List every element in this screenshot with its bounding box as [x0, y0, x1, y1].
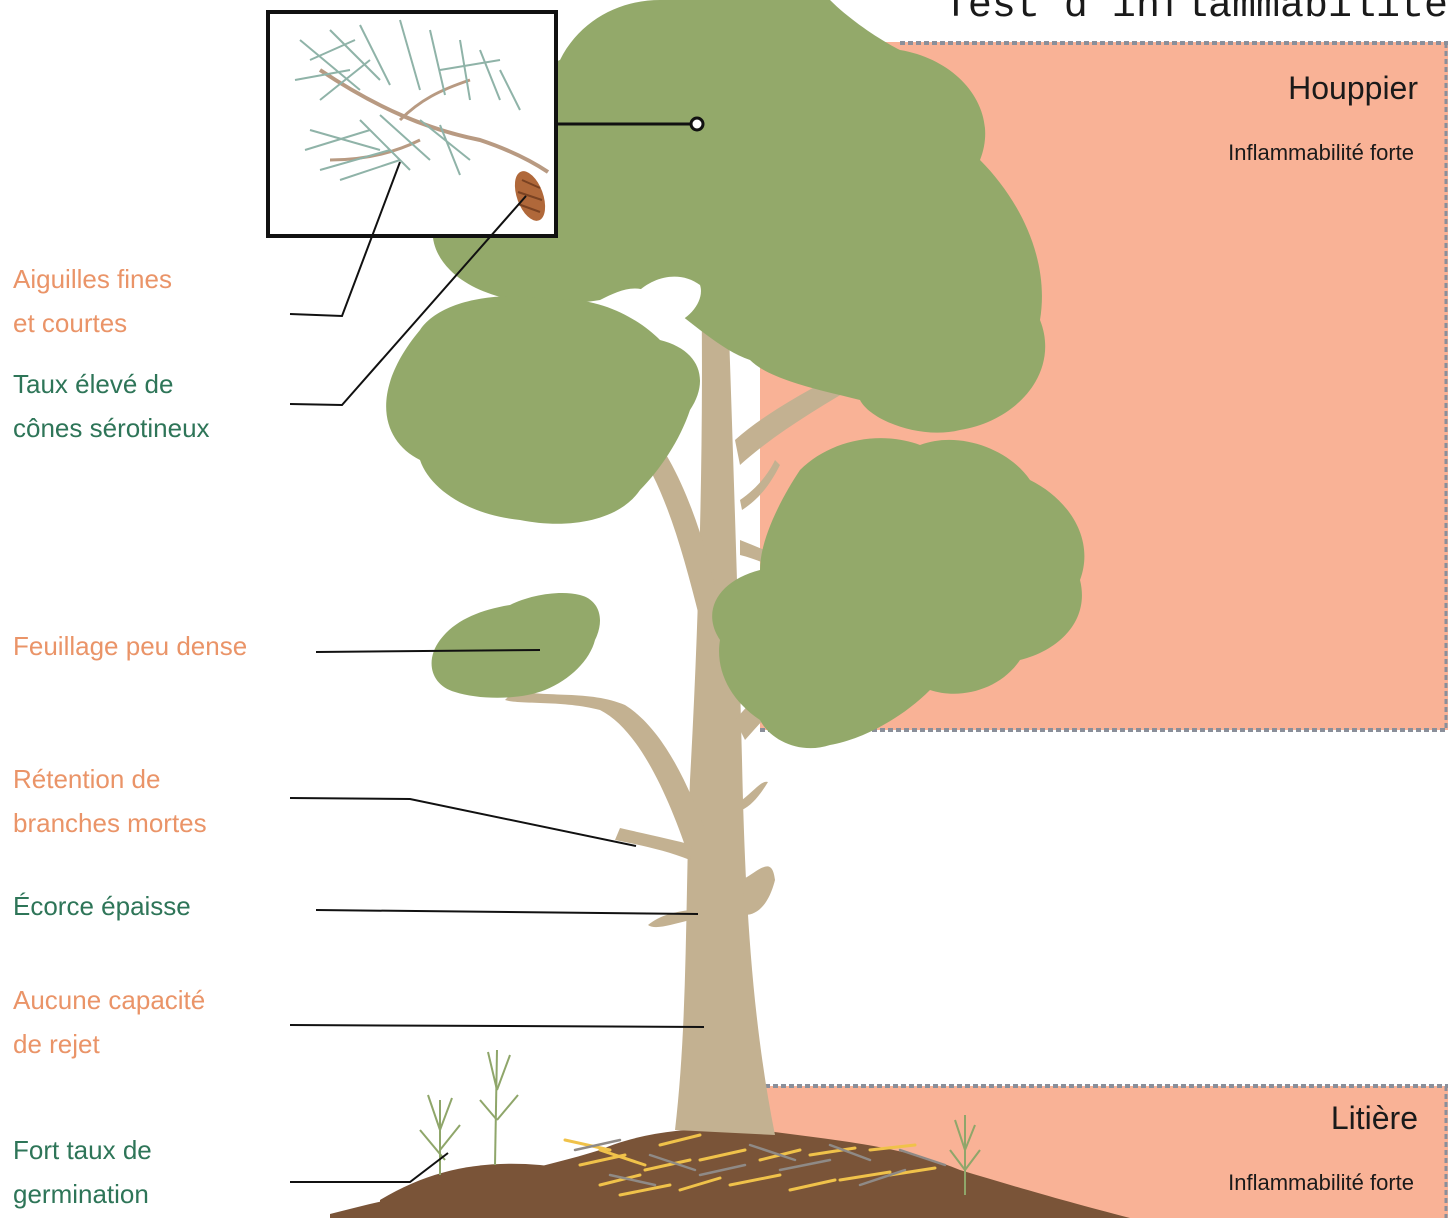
- trait-germination: Fort taux de germination: [13, 1128, 152, 1216]
- trait-rejet-line1: Aucune capacité: [13, 978, 205, 1022]
- trait-aiguilles-line2: et courtes: [13, 301, 172, 345]
- leader-ecorce: [316, 910, 698, 914]
- trait-retention: Rétention de branches mortes: [13, 757, 207, 845]
- trait-cones-line2: cônes sérotineux: [13, 406, 210, 450]
- inset-box: [268, 12, 556, 236]
- trait-retention-line1: Rétention de: [13, 757, 207, 801]
- page-title: Test d'inflammabilité: [944, 0, 1448, 29]
- trait-ecorce: Écorce épaisse: [13, 884, 191, 928]
- trait-feuillage: Feuillage peu dense: [13, 624, 247, 668]
- leader-retention: [290, 798, 636, 846]
- trait-rejet-line2: de rejet: [13, 1022, 205, 1066]
- trait-germination-line1: Fort taux de: [13, 1128, 152, 1172]
- trait-cones-line1: Taux élevé de: [13, 362, 210, 406]
- trait-aiguilles-line1: Aiguilles fines: [13, 257, 172, 301]
- houppier-title: Houppier: [1288, 70, 1418, 107]
- leader-germination: [290, 1153, 448, 1182]
- trait-germination-line2: germination: [13, 1172, 152, 1216]
- litiere-inflammability: Inflammabilité forte: [1228, 1170, 1414, 1196]
- trait-retention-line2: branches mortes: [13, 801, 207, 845]
- leader-rejet: [290, 1025, 704, 1027]
- litiere-title: Litière: [1331, 1100, 1418, 1137]
- trait-rejet: Aucune capacité de rejet: [13, 978, 205, 1066]
- trait-cones: Taux élevé de cônes sérotineux: [13, 362, 210, 450]
- trait-aiguilles: Aiguilles fines et courtes: [13, 257, 172, 345]
- houppier-inflammability: Inflammabilité forte: [1228, 140, 1414, 166]
